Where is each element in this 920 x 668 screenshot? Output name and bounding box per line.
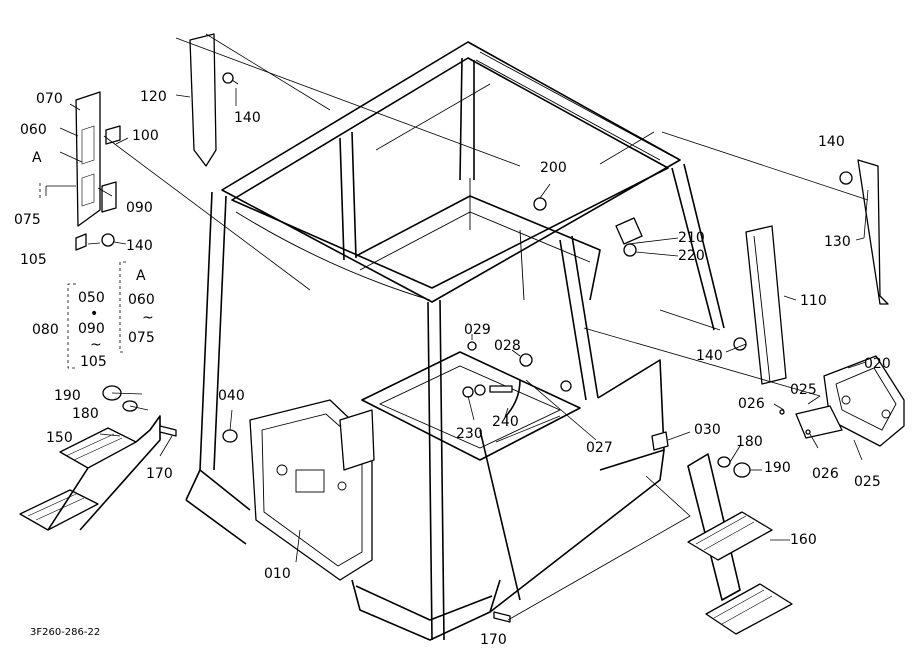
label-210: 210 <box>678 230 705 246</box>
part-105-washer <box>75 233 87 251</box>
part-070-strip <box>75 91 101 227</box>
label-170b: 170 <box>480 632 507 648</box>
part-220-grommet <box>623 243 637 257</box>
part-026-pin-a <box>779 409 785 415</box>
label-240: 240 <box>492 414 519 430</box>
label-090a: 090 <box>126 200 153 216</box>
part-170-bolt-left <box>159 425 177 437</box>
label-140b: 140 <box>126 238 153 254</box>
label-026b: 026 <box>812 466 839 482</box>
label-180b: 180 <box>736 434 763 450</box>
part-labels: 120 140 070 060 100 A 075 090 105 140 A … <box>14 89 891 648</box>
label-090b: 090 <box>78 321 105 337</box>
label-060b: 060 <box>128 292 155 308</box>
part-170-bolt-bottom <box>493 611 511 623</box>
label-105b: 105 <box>80 354 107 370</box>
label-026a: 026 <box>738 396 765 412</box>
part-190-nut-right <box>733 462 751 478</box>
part-040-cap <box>222 429 238 443</box>
label-020: 020 <box>864 356 891 372</box>
label-027: 027 <box>586 440 613 456</box>
label-028: 028 <box>494 338 521 354</box>
part-230-fitting <box>462 384 513 398</box>
label-150: 150 <box>46 430 73 446</box>
label-tilde1: ~ <box>142 310 154 326</box>
part-100-decal <box>105 125 121 145</box>
part-028-grommet <box>519 353 533 367</box>
part-160-step <box>687 453 793 635</box>
part-240-hose <box>505 379 521 417</box>
label-110: 110 <box>800 293 827 309</box>
label-040: 040 <box>218 388 245 404</box>
part-140-bolt-top <box>222 72 239 85</box>
part-026-pin-b <box>805 429 811 435</box>
label-dot1: • <box>90 306 98 322</box>
label-010: 010 <box>264 566 291 582</box>
label-200: 200 <box>540 160 567 176</box>
label-190b: 190 <box>764 460 791 476</box>
label-130: 130 <box>824 234 851 250</box>
part-180-washer-right <box>717 456 731 468</box>
label-060a: 060 <box>20 122 47 138</box>
label-tilde2: ~ <box>90 337 102 353</box>
label-080: 080 <box>32 322 59 338</box>
label-070: 070 <box>36 91 63 107</box>
label-140a: 140 <box>234 110 261 126</box>
label-170a: 170 <box>146 466 173 482</box>
label-050: 050 <box>78 290 105 306</box>
group-bracket <box>39 180 126 369</box>
label-A2: A <box>136 268 146 284</box>
part-200-nut <box>533 197 547 211</box>
label-025a: 025 <box>790 382 817 398</box>
label-075a: 075 <box>14 212 41 228</box>
part-140-bolt-right <box>839 171 853 185</box>
label-A1: A <box>32 150 42 166</box>
part-150-step <box>19 415 161 531</box>
cab-frame <box>185 41 725 641</box>
part-030-clip <box>651 431 669 451</box>
label-220: 220 <box>678 248 705 264</box>
label-025b: 025 <box>854 474 881 490</box>
part-090-decal <box>101 181 117 213</box>
part-110-channel <box>745 225 787 385</box>
label-030: 030 <box>694 422 721 438</box>
label-120: 120 <box>140 89 167 105</box>
part-120-bracket <box>189 33 217 167</box>
label-160: 160 <box>790 532 817 548</box>
leader-lines <box>45 33 869 621</box>
label-190a: 190 <box>54 388 81 404</box>
label-180a: 180 <box>72 406 99 422</box>
part-210-plate <box>615 217 643 245</box>
part-130-bracket <box>857 159 889 305</box>
part-140-bolt-left <box>101 233 115 247</box>
part-029-grommet <box>467 341 477 351</box>
label-140d: 140 <box>696 348 723 364</box>
label-230: 230 <box>456 426 483 442</box>
label-100: 100 <box>132 128 159 144</box>
label-075b: 075 <box>128 330 155 346</box>
label-029: 029 <box>464 322 491 338</box>
label-105a: 105 <box>20 252 47 268</box>
drawing-code: 3F260-286-22 <box>30 627 100 638</box>
label-140c: 140 <box>818 134 845 150</box>
